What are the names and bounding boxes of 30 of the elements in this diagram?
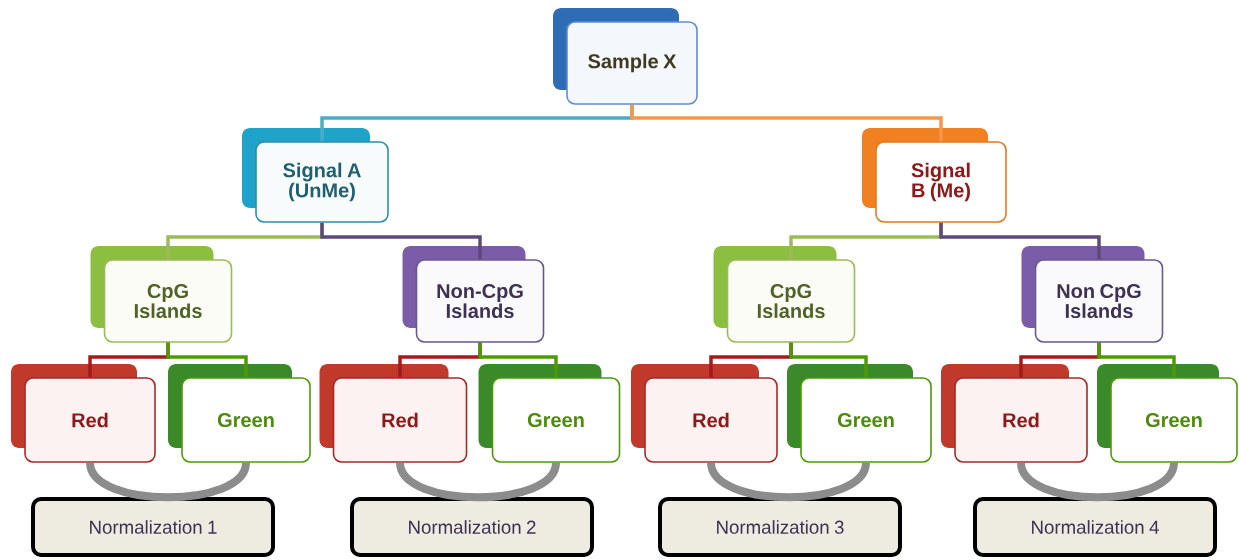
process-box: Red	[319, 364, 468, 463]
result-box: Normalization 1	[31, 497, 275, 557]
process-box: CpG Islands	[90, 246, 233, 343]
process-box: Red	[631, 364, 778, 463]
process-box: Sample X	[553, 8, 698, 105]
process-box: Red	[941, 364, 1088, 463]
process-box: Signal B (Me)	[862, 128, 1007, 223]
connector-line	[320, 222, 482, 260]
process-box: Non-CpG Islands	[402, 246, 545, 343]
bracket-connector	[86, 461, 250, 502]
connector-line	[789, 342, 868, 378]
bracket-connector	[707, 461, 870, 502]
process-box: Green	[168, 364, 311, 463]
process-box: Green	[478, 364, 621, 463]
result-box: Normalization 4	[973, 497, 1217, 557]
connector-line	[1097, 342, 1176, 378]
connector-line	[630, 104, 943, 142]
connector-line	[939, 222, 1101, 260]
connector-line	[166, 342, 248, 378]
process-box: Non CpG Islands	[1021, 246, 1164, 343]
process-box: Green	[1097, 364, 1238, 463]
process-box: Red	[11, 364, 156, 463]
process-box: Signal A (UnMe)	[242, 128, 389, 223]
process-box: CpG Islands	[713, 246, 856, 343]
result-box: Normalization 3	[658, 497, 902, 557]
result-box: Normalization 2	[350, 497, 594, 557]
bracket-connector	[1017, 461, 1178, 502]
process-box: Green	[787, 364, 932, 463]
connector-line	[478, 342, 558, 378]
bracket-connector	[396, 461, 560, 502]
